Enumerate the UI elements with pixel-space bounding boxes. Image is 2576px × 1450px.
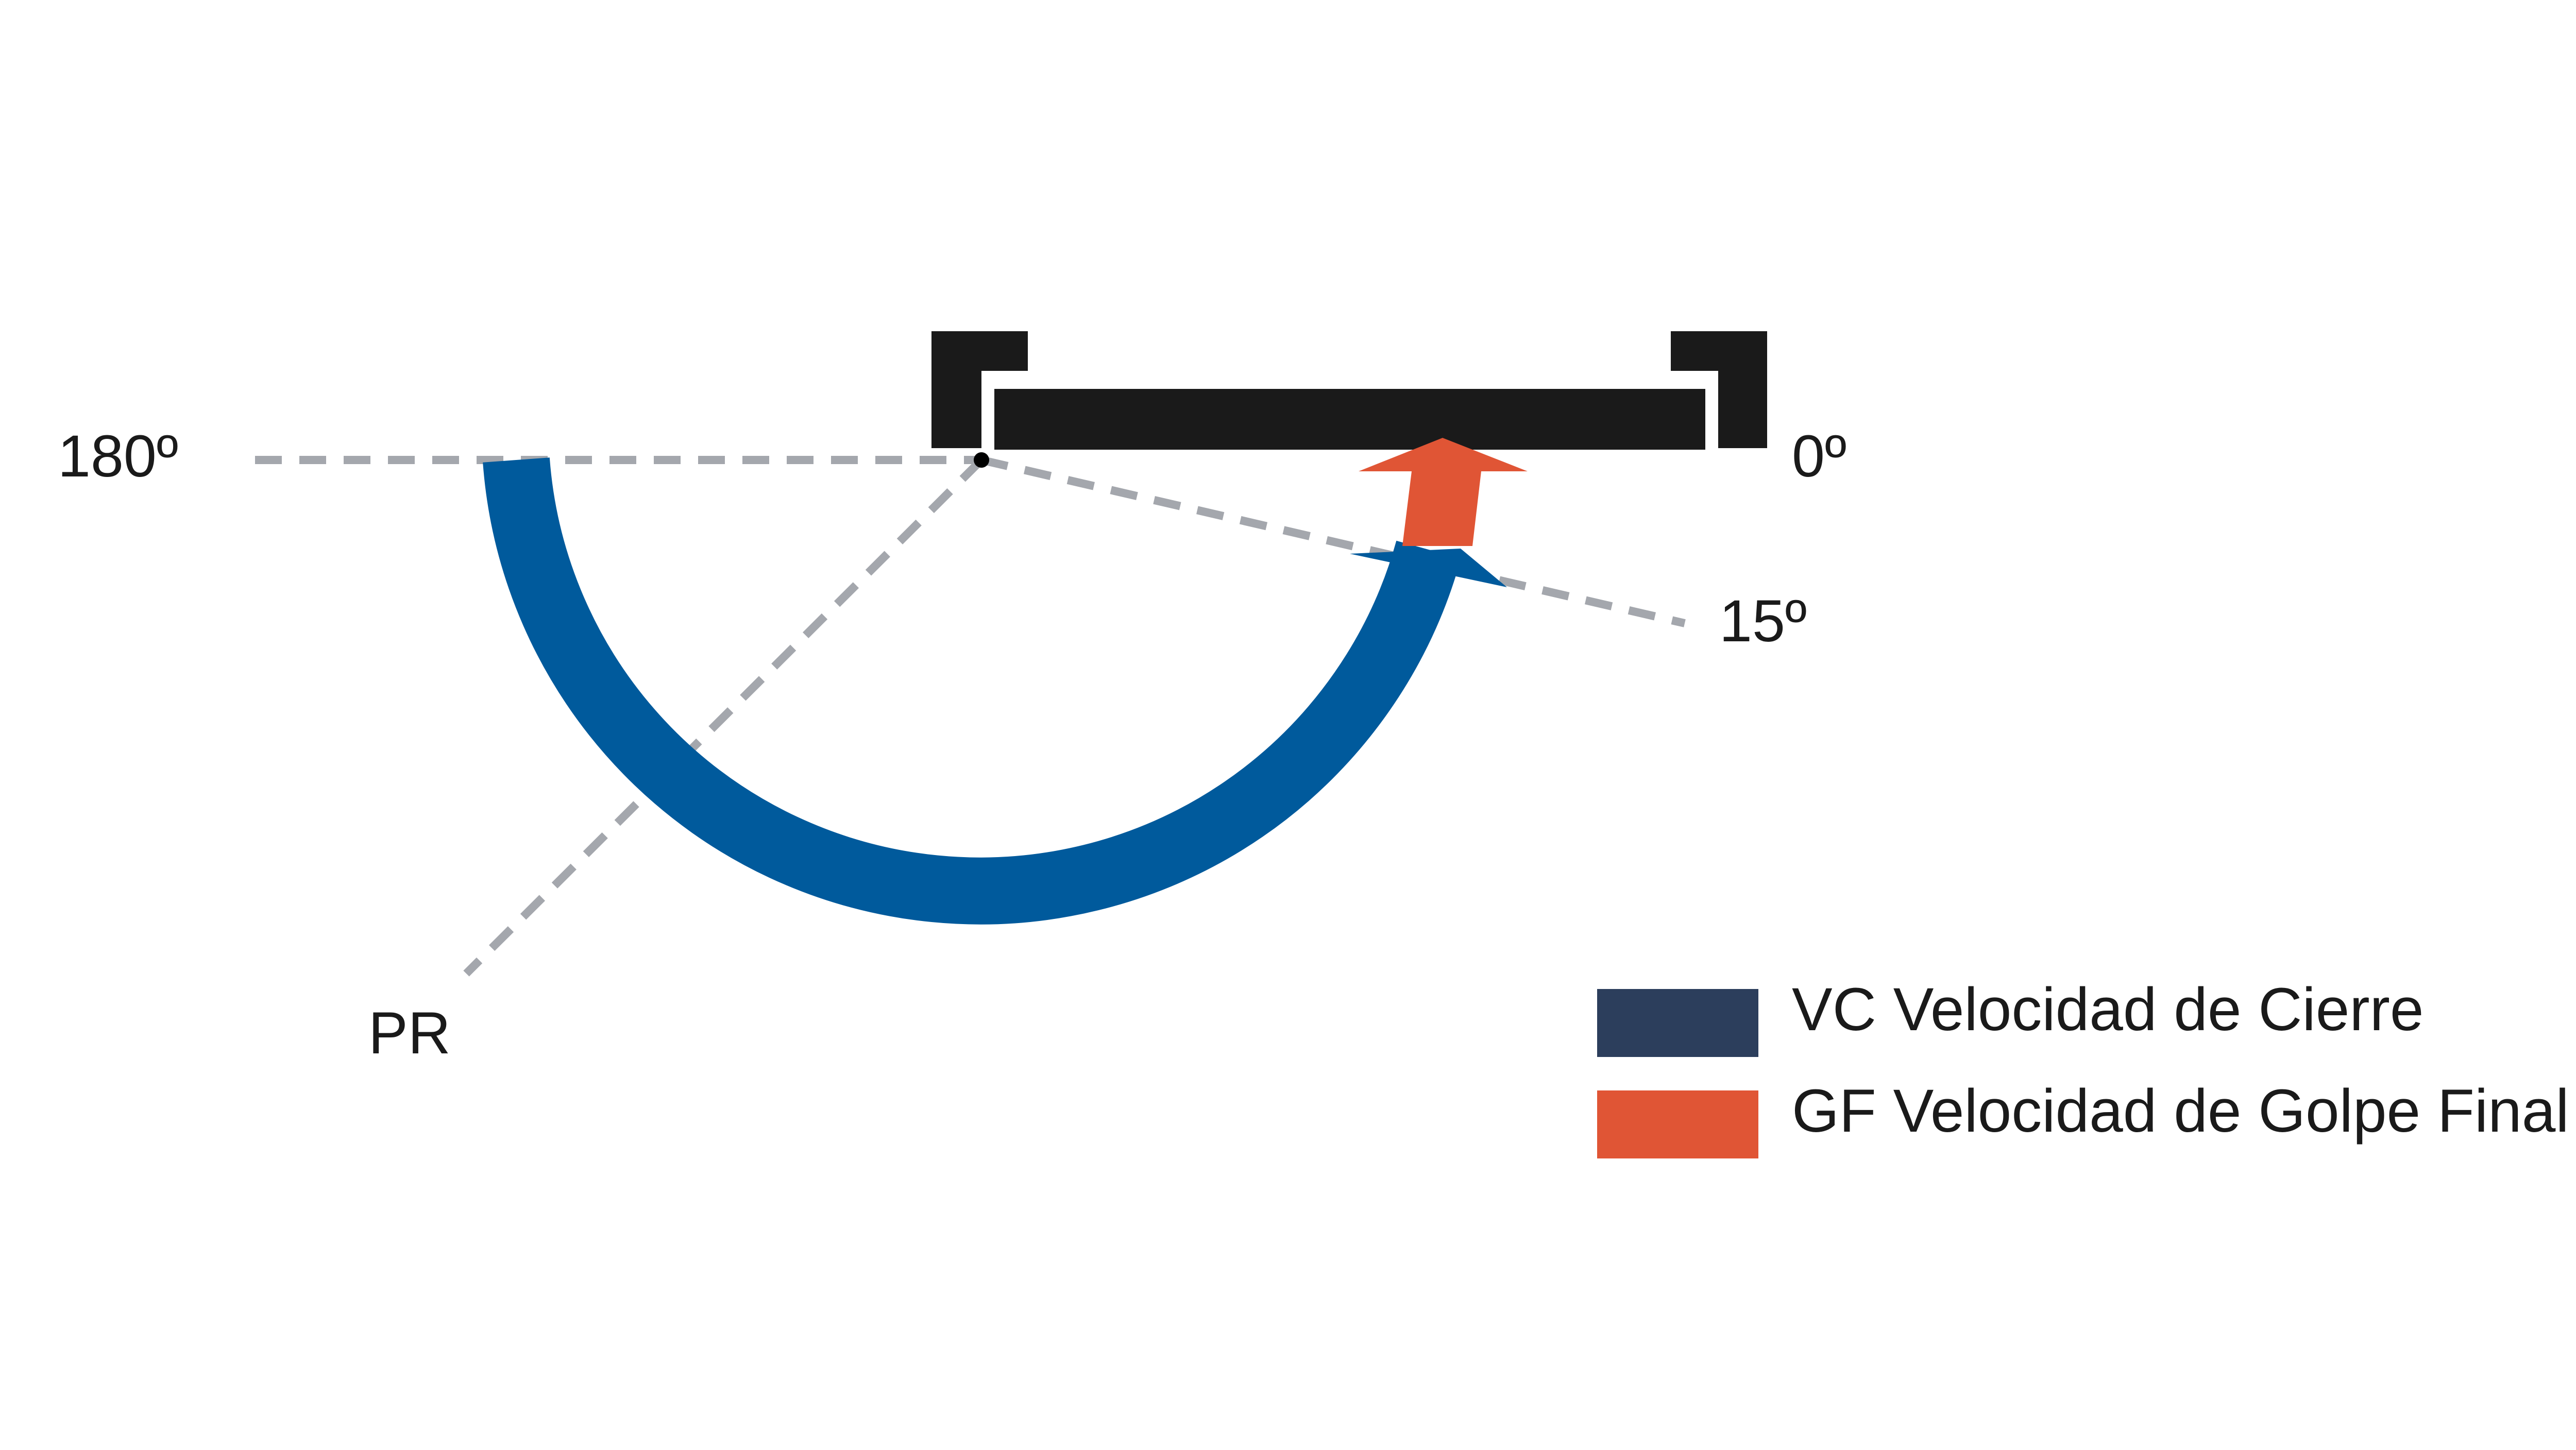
legend: VC Velocidad de Cierre GF Velocidad de G… [1597, 976, 2569, 1158]
hinge-pivot [974, 452, 989, 468]
closing-speed-arrowhead [1350, 549, 1507, 587]
reference-line-pr [463, 457, 985, 977]
door-leaf [994, 389, 1705, 450]
angle-label-15: 15º [1719, 588, 1807, 654]
closing-speed-arc [483, 457, 1461, 925]
legend-label-latching: GF Velocidad de Golpe Final [1792, 1077, 2569, 1145]
right-door-jamb [1671, 331, 1767, 448]
pr-label: PR [368, 1000, 451, 1066]
left-door-jamb [931, 331, 1028, 448]
angle-label-0: 0º [1792, 423, 1846, 489]
legend-swatch-latching [1597, 1090, 1758, 1158]
reference-line-15 [980, 456, 1686, 627]
legend-label-closing: VC Velocidad de Cierre [1792, 976, 2424, 1044]
angle-label-180: 180º [58, 423, 178, 489]
latching-speed-arrow [1359, 438, 1528, 546]
legend-swatch-closing [1597, 989, 1758, 1057]
